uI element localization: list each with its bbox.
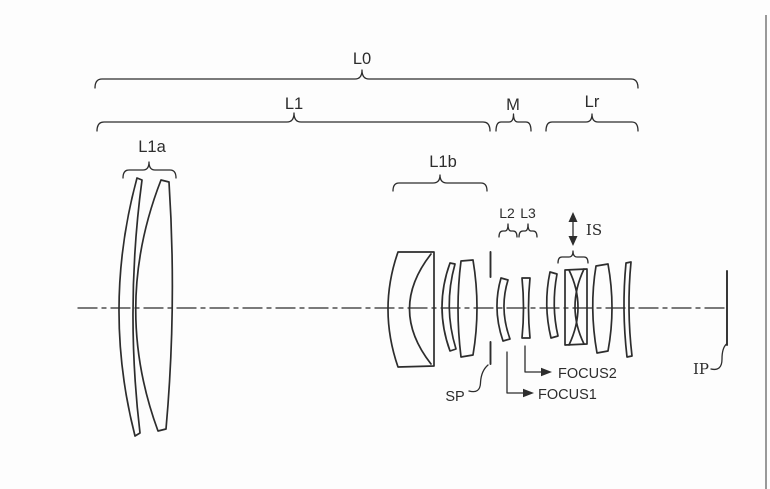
brace-l2 (498, 223, 518, 238)
is-motion-arrow (568, 212, 578, 246)
label-focus2: FOCUS2 (558, 366, 617, 382)
focus1-leader (506, 351, 525, 394)
is-unit-outline (564, 268, 588, 346)
brace-l1a (122, 161, 177, 179)
focus2-arrow (524, 345, 552, 377)
lens-group-l1b (387, 251, 478, 368)
label-lr: Lr (585, 93, 600, 111)
lens-lr-meniscus (545, 271, 559, 339)
is-arrowhead-up (568, 212, 578, 222)
lens-l3 (521, 277, 531, 339)
lens-l1b-doublet-outline (387, 251, 435, 368)
lens-l1a-element-2 (134, 179, 174, 432)
label-l2: L2 (499, 205, 515, 221)
label-l1a: L1a (138, 138, 166, 156)
label-m: M (506, 96, 520, 114)
label-sp: SP (445, 389, 464, 405)
focus1-arrowhead (523, 388, 534, 398)
lens-l1b-meniscus (441, 262, 457, 352)
lens-group-l1a (118, 177, 174, 437)
brace-m (495, 113, 532, 132)
sp-leader-line (468, 364, 489, 393)
focus2-arrowhead (541, 367, 552, 377)
brace-l0 (94, 69, 639, 89)
lens-l1b-element-3 (457, 259, 478, 358)
label-l3: L3 (520, 205, 536, 221)
lens-group-lr (545, 261, 633, 358)
label-l1b: L1b (429, 153, 457, 171)
lens-lr-biconvex (591, 263, 613, 354)
is-unit-surface-1 (568, 269, 579, 346)
label-focus1: FOCUS1 (538, 387, 597, 403)
is-unit-surface-2 (574, 268, 585, 345)
focus2-leader (524, 345, 543, 373)
lens-l1b-cement-surface (408, 253, 432, 365)
brace-l1b (392, 174, 488, 192)
lens-lr-rear-element (623, 261, 633, 358)
ip-leader-line (710, 343, 728, 371)
focus1-arrow (506, 351, 534, 398)
label-l0: L0 (353, 50, 371, 68)
label-l1: L1 (285, 95, 303, 113)
brace-l1 (96, 112, 491, 132)
lens-l2 (496, 277, 511, 342)
lens-l1a-element-1 (118, 177, 143, 437)
label-ip: IP (693, 360, 709, 378)
brace-is (557, 250, 589, 264)
brace-l3 (518, 223, 538, 238)
brace-lr (545, 113, 639, 132)
is-arrowhead-down (568, 236, 578, 246)
label-is: IS (586, 221, 602, 239)
